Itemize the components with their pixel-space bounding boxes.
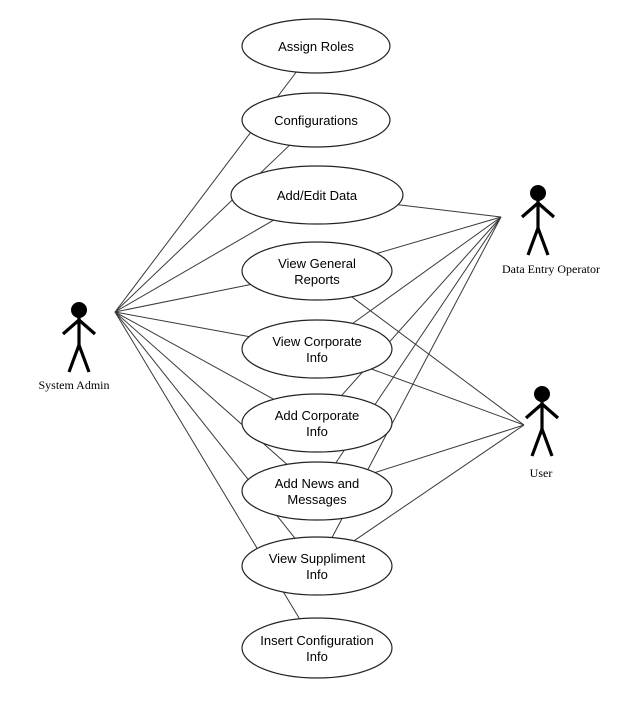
use-case-ellipse (241, 461, 393, 521)
association-system-admin-add-edit-data (114, 219, 274, 313)
actor-user: User (524, 386, 560, 480)
use-case-ellipse (241, 536, 393, 596)
use-case-ellipse (241, 319, 393, 379)
user-label: User (530, 466, 553, 480)
association-user-view-general-reports (351, 296, 525, 426)
association-data-entry-operator-view-general-reports (376, 216, 502, 254)
use-case-ellipse (230, 165, 404, 225)
use-case-add-edit-data: Add/Edit Data (230, 165, 404, 225)
association-system-admin-add-corporate-info (114, 311, 275, 400)
use-case-label: Info (306, 424, 328, 439)
use-case-configurations: Configurations (241, 92, 391, 148)
user-figure-icon (524, 386, 560, 457)
use-case-label: View General (278, 256, 356, 271)
association-system-admin-view-corporate-info (114, 311, 250, 338)
use-case-label: Add Corporate (275, 408, 360, 423)
use-case-label: Messages (287, 492, 347, 507)
use-case-label: Assign Roles (278, 39, 354, 54)
association-user-view-suppliment-info (353, 424, 525, 542)
use-case-label: Configurations (274, 113, 358, 128)
association-system-admin-view-general-reports (114, 284, 251, 313)
use-case-label: Insert Configuration (260, 633, 373, 648)
use-case-label: Info (306, 567, 328, 582)
use-case-label: Reports (294, 272, 340, 287)
data-entry-operator-figure-icon (520, 185, 556, 256)
association-user-add-news-and-messages (374, 424, 525, 474)
use-case-ellipse (241, 393, 393, 453)
use-case-ellipse (241, 92, 391, 148)
use-case-ellipse (241, 617, 393, 679)
association-data-entry-operator-view-corporate-info (352, 216, 502, 324)
data-entry-operator-label: Data Entry Operator (502, 262, 600, 276)
use-case-label: Add/Edit Data (277, 188, 358, 203)
use-case-label: View Corporate (272, 334, 361, 349)
use-case-label: Info (306, 350, 328, 365)
system-admin-figure-icon (61, 302, 97, 373)
use-case-label: Info (306, 649, 328, 664)
use-case-assign-roles: Assign Roles (241, 18, 391, 74)
association-data-entry-operator-add-edit-data (398, 204, 502, 218)
use-case-label: View Suppliment (269, 551, 366, 566)
actor-system-admin: System Admin (38, 302, 110, 392)
use-case-label: Add News and (275, 476, 360, 491)
use-case-ellipse (241, 241, 393, 301)
actor-data-entry-operator: Data Entry Operator (502, 185, 600, 276)
association-user-view-corporate-info (371, 368, 525, 426)
use-case-ellipse (241, 18, 391, 74)
system-admin-label: System Admin (38, 378, 109, 392)
